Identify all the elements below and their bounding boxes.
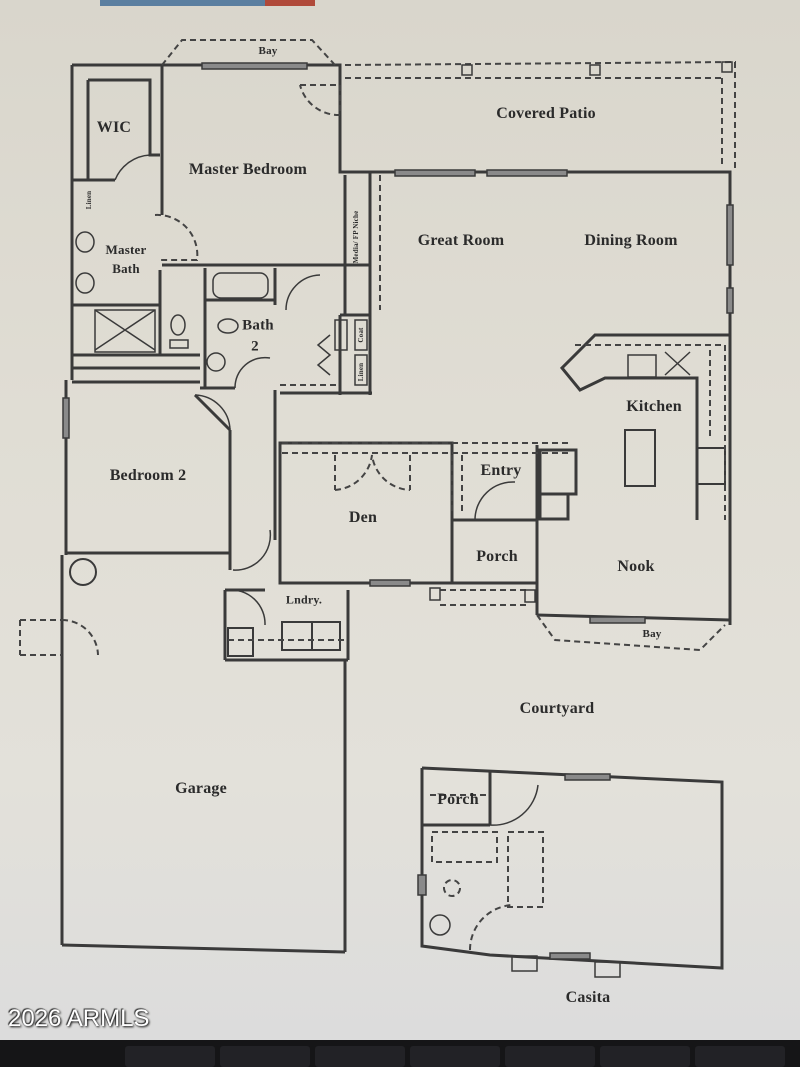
casita-label: Casita xyxy=(565,989,611,1006)
dining-room-label: Dining Room xyxy=(584,232,678,249)
keyboard-key xyxy=(220,1046,310,1067)
bath2-label-line1: Bath xyxy=(242,317,274,334)
nook-label: Nook xyxy=(617,558,655,575)
keyboard-key xyxy=(410,1046,500,1067)
casita-porch-label: Porch xyxy=(437,791,479,808)
den-label: Den xyxy=(348,509,378,526)
bath2-label-line2: 2 xyxy=(251,338,259,355)
keyboard-key xyxy=(505,1046,595,1067)
wic-label: WIC xyxy=(96,119,132,136)
master-bath-label-line1: Master xyxy=(105,242,147,257)
paper-edge-tab xyxy=(100,0,300,6)
covered-patio-label: Covered Patio xyxy=(496,105,596,122)
master-bedroom-label: Master Bedroom xyxy=(188,161,308,178)
garage-label: Garage xyxy=(175,780,227,797)
entry-label: Entry xyxy=(480,462,522,479)
keyboard-key xyxy=(600,1046,690,1067)
floor-plan-drawing xyxy=(19,39,736,978)
coat-closet-label: Coat xyxy=(357,327,365,343)
laundry-label: Lndry. xyxy=(285,592,323,607)
courtyard-label: Courtyard xyxy=(519,700,595,717)
bay-label: Bay xyxy=(258,45,278,57)
media-niche-label: Media/ FP Niche xyxy=(352,210,360,264)
paper-edge-tab xyxy=(265,0,315,6)
keyboard-key xyxy=(315,1046,405,1067)
porch-label: Porch xyxy=(476,548,518,565)
watermark: 2026 ARMLS xyxy=(8,1005,150,1032)
bedroom2-label: Bedroom 2 xyxy=(109,467,187,484)
master-bath-label-line2: Bath xyxy=(112,261,140,276)
keyboard-key xyxy=(125,1046,215,1067)
linen-closet-label: Linen xyxy=(357,362,365,382)
nook-bay-label: Bay xyxy=(642,628,662,640)
master-linen-label: Linen xyxy=(85,190,93,210)
great-room-label: Great Room xyxy=(417,232,505,249)
keyboard-key xyxy=(695,1046,785,1067)
kitchen-label: Kitchen xyxy=(626,398,682,415)
